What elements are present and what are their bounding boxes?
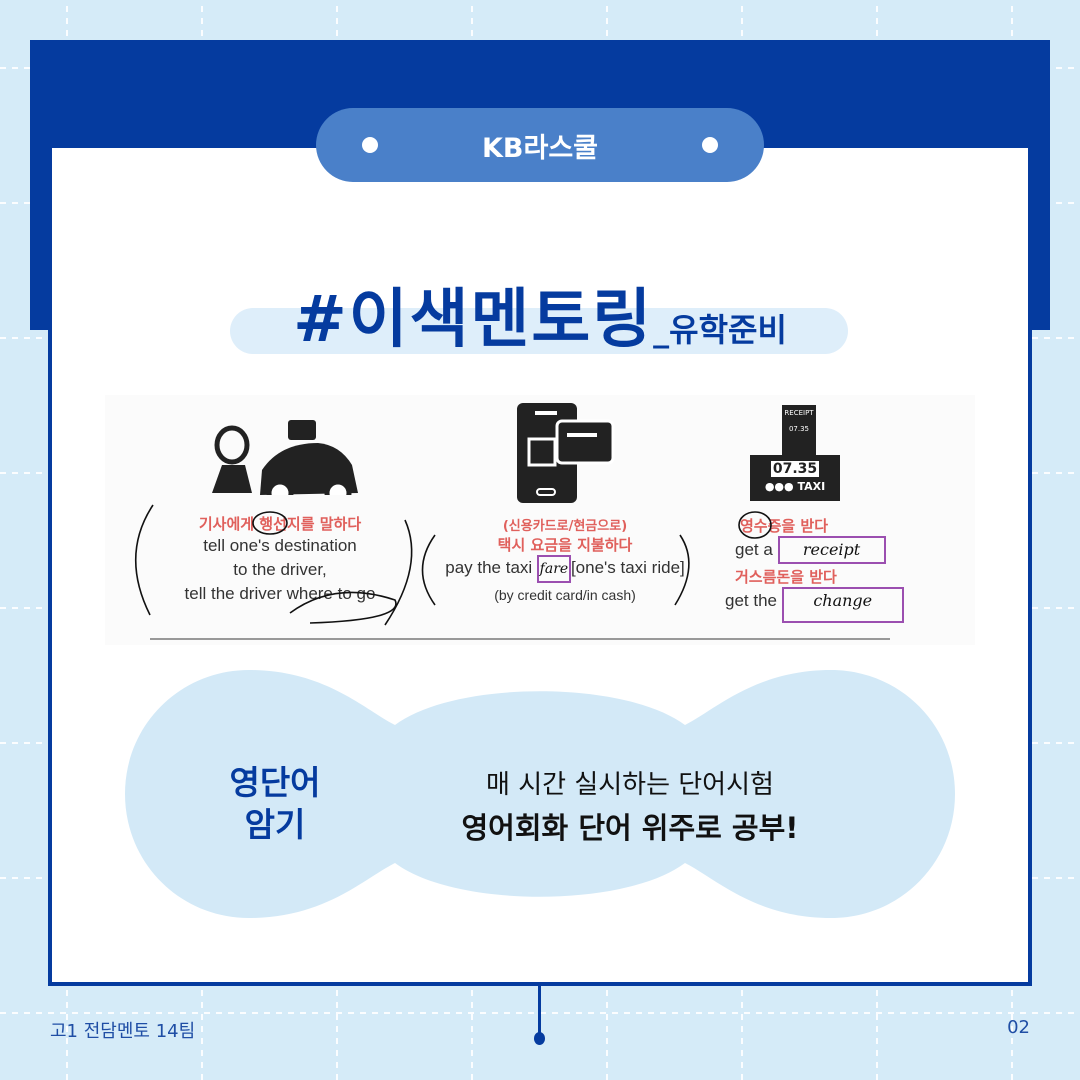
title-sub: _유학준비 bbox=[653, 311, 787, 349]
english-phrase: tell the driver where to go bbox=[184, 584, 376, 603]
description-line: 매 시간 실시하는 단어시험 bbox=[486, 770, 774, 800]
vocab-image: 기사에게 행선지를 말하다 tell one's destination to … bbox=[105, 395, 975, 645]
title-highlight bbox=[230, 308, 848, 354]
receipt-label: RECEIPT bbox=[784, 409, 814, 417]
english-phrase: to the driver, bbox=[233, 560, 327, 579]
connector-dot bbox=[534, 1032, 545, 1045]
english-phrase: get the bbox=[725, 591, 777, 610]
driver-taxi-icon bbox=[212, 420, 358, 495]
meter-display: 07.35 bbox=[771, 461, 819, 477]
korean-phrase: 택시 요금을 지불하다 bbox=[497, 536, 633, 554]
handwritten-answer: receipt bbox=[777, 536, 886, 564]
english-note: (by credit card/in cash) bbox=[494, 587, 636, 603]
korean-phrase: 기사에게 행선지를 말하다 bbox=[198, 515, 362, 533]
footer-team: 고1 전담멘토 14팀 bbox=[50, 1021, 196, 1042]
highlight-description: 매 시간 실시하는 단어시험 영어회화 단어 위주로 공부! bbox=[400, 764, 860, 847]
dot-icon bbox=[362, 137, 378, 153]
korean-note: (신용카드로/현금으로) bbox=[502, 519, 628, 534]
divider bbox=[150, 638, 890, 640]
header-badge-text: KB라스쿨 bbox=[481, 132, 599, 164]
meter-label: TAXI bbox=[797, 480, 826, 493]
handwritten-marks bbox=[134, 504, 772, 626]
english-phrase: pay the taxi bbox=[445, 558, 533, 577]
header-badge: KB라스쿨 bbox=[316, 108, 764, 182]
receipt-amount: 07.35 bbox=[788, 425, 810, 433]
vocab-col-pay-fare: (신용카드로/현금으로) 택시 요금을 지불하다 pay the taxi fa… bbox=[425, 515, 705, 607]
korean-phrase: 거스름돈을 받다 bbox=[735, 568, 837, 586]
handwritten-answer: change bbox=[781, 587, 904, 623]
page-number: 02 bbox=[1007, 1017, 1030, 1038]
korean-phrase: 영수증을 받다 bbox=[740, 517, 829, 535]
dot-icon bbox=[702, 137, 718, 153]
highlight-cloud bbox=[125, 670, 955, 918]
label-line: 영단어 bbox=[229, 763, 321, 802]
english-phrase: tell one's destination bbox=[203, 536, 357, 555]
phone-card-payment-icon bbox=[517, 403, 615, 503]
english-phrase: [one's taxi ride] bbox=[570, 558, 685, 577]
connector-line bbox=[538, 986, 541, 1038]
label-line: 암기 bbox=[244, 805, 306, 844]
english-phrase: get a bbox=[735, 540, 773, 559]
title-main: #이색멘토링 bbox=[293, 283, 654, 357]
vocab-col-destination: 기사에게 행선지를 말하다 tell one's destination to … bbox=[135, 513, 425, 606]
vocab-col-receipt: 영수증을 받다 get a receipt 거스름돈을 받다 get the c… bbox=[725, 515, 925, 623]
handwritten-answer: fare bbox=[536, 555, 571, 583]
description-line-bold: 영어회화 단어 위주로 공부! bbox=[461, 811, 799, 845]
page-title: #이색멘토링_유학준비 bbox=[0, 268, 1080, 360]
